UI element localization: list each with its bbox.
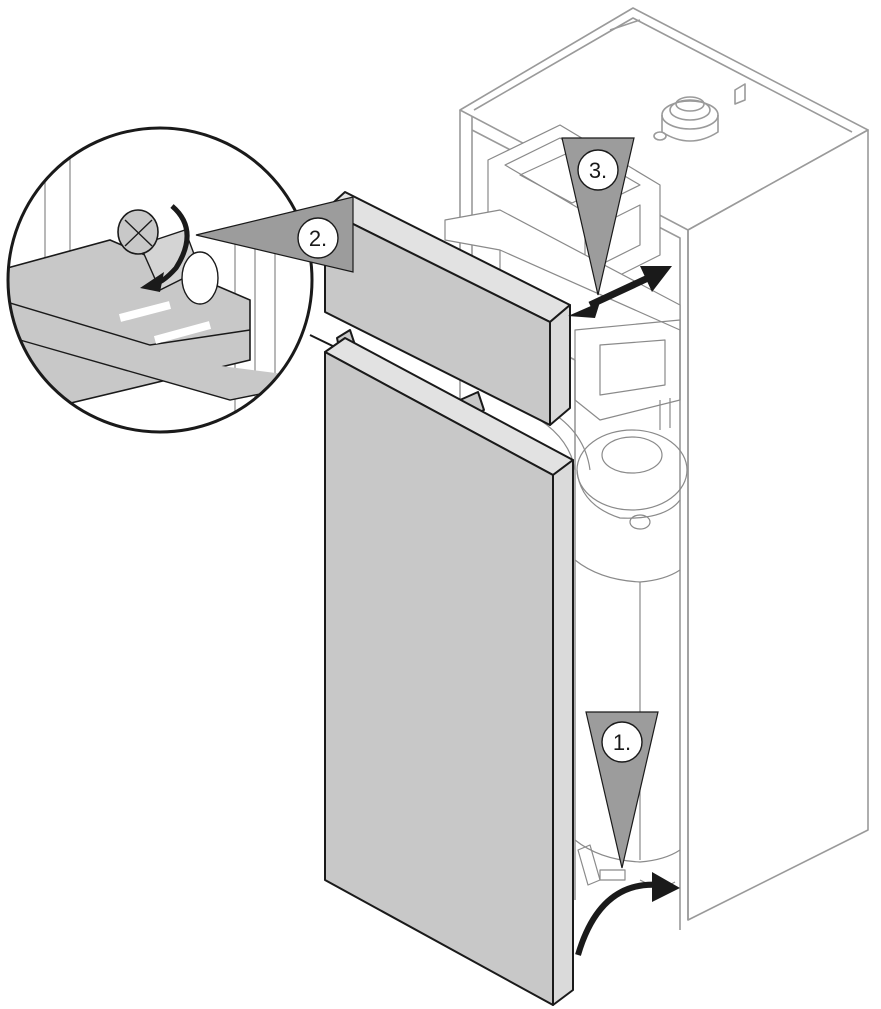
upper-front-panel <box>324 191 571 426</box>
action-arrows <box>568 266 680 956</box>
step-1-label: 1. <box>613 730 631 755</box>
step-3-callout: 3. <box>561 137 635 296</box>
step-3-label: 3. <box>589 158 607 183</box>
appliance-housing <box>459 7 869 930</box>
step-1-callout: 1. <box>585 711 659 869</box>
swing-arrow <box>575 881 661 956</box>
lower-front-panel <box>324 329 574 1006</box>
step-2-label: 2. <box>309 226 327 251</box>
slide-arrow <box>588 274 650 309</box>
step-2-callout: 2. <box>195 196 354 273</box>
internal-components <box>444 124 688 891</box>
